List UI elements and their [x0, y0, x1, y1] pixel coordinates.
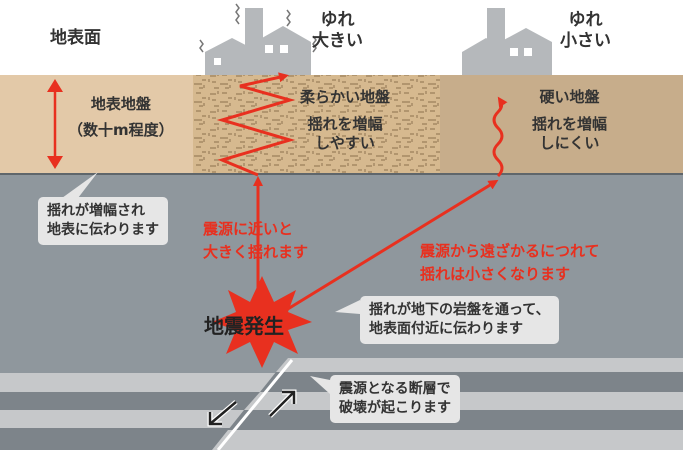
callout-fault: 震源となる断層で 破壊が起こります [330, 375, 460, 423]
far-source-line2: 揺れは小さくなります [420, 264, 571, 283]
hard-ground-label: 硬い地盤 揺れを増幅 しにくい [532, 88, 607, 152]
callout-bedrock-line1: 揺れが地下の岩盤を通って、 [369, 302, 550, 318]
fault-arrow-down-left-fill [208, 390, 296, 426]
surface-ground-line1: 地表地盤 [90, 95, 151, 113]
shaking-large-label: ゆれ 大きい [312, 10, 363, 53]
near-source-line2: 大きく揺れます [203, 242, 309, 261]
callout-fault-line2: 破壊が起こります [339, 399, 451, 416]
callout-bedrock-line2: 地表面付近に伝わります [369, 320, 523, 337]
surface-depth-arrow [47, 79, 63, 169]
callout-amplify: 揺れが増幅され 地表に伝わります [38, 197, 168, 245]
callout-bedrock: 揺れが地下の岩盤を通って、 地表面付近に伝わります [360, 296, 559, 344]
surface-title: 地表面 [50, 28, 101, 48]
callout-bedrock-pointer [335, 300, 360, 314]
surface-ground-label: 地表地盤 （数十m程度） [68, 92, 174, 143]
earthquake-burst [212, 276, 312, 368]
callout-amplify-line2: 地表に伝わります [47, 221, 159, 238]
near-source-label: 震源に近いと 大きく揺れます [203, 218, 308, 263]
surface-ground-line2: （数十m程度） [68, 120, 174, 139]
shaking-large-line1: ゆれ [320, 10, 355, 30]
callout-amplify-line1: 揺れが増幅され [47, 203, 145, 219]
callout-fault-pointer [310, 376, 330, 394]
shaking-small-label: ゆれ 小さい [560, 10, 611, 53]
shaking-small-line1: ゆれ [568, 10, 603, 30]
strata-left-1 [0, 373, 288, 392]
strata-right-1 [276, 358, 683, 372]
shaking-small-line2: 小さい [560, 31, 611, 52]
hard-ground-title: 硬い地盤 [539, 88, 600, 106]
earthquake-label: 地震発生 [204, 314, 284, 338]
soft-ground-label: 柔らかい地盤 揺れを増幅 しやすい [300, 88, 390, 152]
soft-ground-line1: 揺れを増幅 [307, 114, 383, 133]
strata-left-2 [0, 392, 272, 410]
callout-amplify-pointer [62, 172, 98, 198]
soft-ground-line2: しやすい [315, 133, 375, 152]
near-source-line1: 震源に近いと [203, 220, 294, 238]
hard-ground-line2: しにくい [539, 133, 600, 152]
strata-left-4 [0, 428, 240, 450]
soft-ground-title: 柔らかい地盤 [300, 88, 391, 106]
hard-ground-line1: 揺れを増幅 [532, 114, 608, 133]
strata-right-5 [212, 430, 683, 450]
fault-line [216, 359, 294, 450]
shake-lines-soft [199, 3, 317, 53]
strata-right-3 [244, 392, 683, 410]
hard-ground-band [440, 75, 683, 175]
buildings-hard [462, 8, 552, 75]
callout-fault-line1: 震源となる断層で [339, 381, 451, 397]
shaking-large-line2: 大きい [312, 31, 363, 52]
wave-far [277, 96, 508, 317]
buildings-soft [205, 8, 311, 75]
far-source-line1: 震源から遠ざかるにつれて [420, 242, 600, 260]
strata-left-3 [0, 410, 256, 428]
far-source-label: 震源から遠ざかるにつれて 揺れは小さくなります [420, 240, 600, 285]
